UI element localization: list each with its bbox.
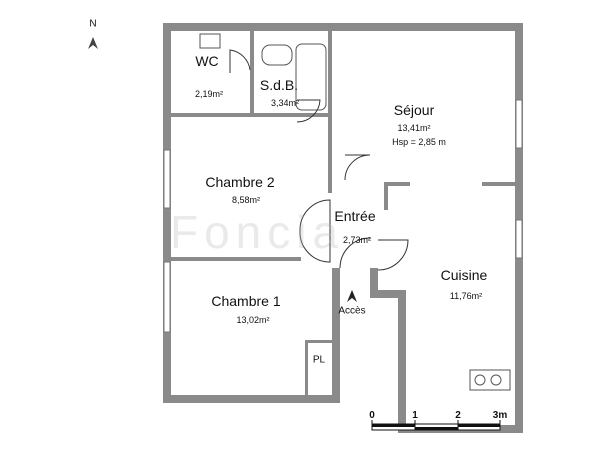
room-name-placard: PL bbox=[312, 354, 326, 366]
door-chambre2 bbox=[299, 199, 331, 231]
access-label: Accès bbox=[338, 305, 366, 317]
kitchen-sink-icon bbox=[469, 369, 511, 391]
room-area-sdb: 3,34m² bbox=[270, 98, 300, 108]
scale-tick-0: 0 bbox=[369, 410, 375, 421]
room-name-chambre1: Chambre 1 bbox=[211, 293, 281, 309]
scale-tick-1: 1 bbox=[412, 410, 418, 421]
door-sdb bbox=[296, 99, 321, 123]
interior-walls bbox=[171, 31, 515, 395]
room-area-cuisine: 11,76m² bbox=[449, 291, 483, 301]
room-name-cuisine: Cuisine bbox=[440, 267, 488, 283]
north-arrow-icon bbox=[88, 37, 98, 49]
room-area-entree: 2,73m² bbox=[342, 235, 372, 245]
room-name-entree: Entrée bbox=[334, 208, 376, 224]
room-area-wc: 2,19m² bbox=[194, 89, 224, 99]
room-name-chambre2: Chambre 2 bbox=[205, 174, 275, 190]
scale-bar bbox=[371, 420, 501, 431]
watermark: Foncia bbox=[170, 206, 345, 258]
room-area-sejour: 13,41m² bbox=[397, 123, 431, 133]
toilet-icon bbox=[199, 33, 221, 49]
bathtub-icon bbox=[295, 43, 327, 111]
windows bbox=[163, 99, 523, 333]
room-name-wc: WC bbox=[195, 53, 219, 69]
door-cuisine bbox=[377, 239, 409, 271]
door-chambre1 bbox=[299, 229, 331, 263]
room-area-chambre2: 8,58m² bbox=[231, 195, 261, 205]
door-wc bbox=[229, 49, 251, 73]
room-hsp-sejour: Hsp = 2,85 m bbox=[392, 137, 446, 147]
room-area-chambre1: 13,02m² bbox=[236, 315, 270, 325]
door-sejour bbox=[344, 154, 371, 181]
scale-tick-2: 2 bbox=[455, 410, 461, 421]
room-name-sejour: Séjour bbox=[393, 102, 435, 118]
doors bbox=[229, 49, 409, 271]
compass-label: N bbox=[89, 18, 97, 30]
sink-icon bbox=[261, 44, 293, 66]
fixtures bbox=[199, 33, 511, 391]
access-arrow-icon bbox=[347, 290, 357, 302]
room-name-sdb: S.d.B. bbox=[259, 77, 299, 93]
door-entrance bbox=[339, 237, 371, 269]
scale-tick-3: 3m bbox=[492, 410, 508, 421]
